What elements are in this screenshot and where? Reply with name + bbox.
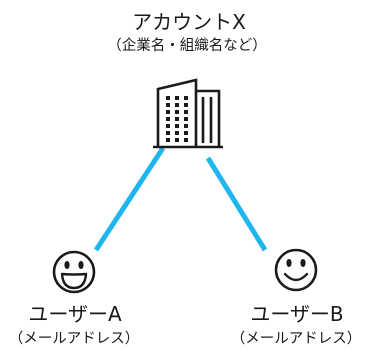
building-windows xyxy=(166,96,188,142)
account-title: アカウントX xyxy=(132,10,246,34)
user-b-title: ユーザーB xyxy=(250,302,344,326)
smiley-smile-icon xyxy=(274,248,318,292)
building-icon xyxy=(153,78,223,149)
user-a-subtitle: （メールアドレス） xyxy=(8,331,140,347)
user-a-title: ユーザーA xyxy=(28,302,122,326)
connector-account-user-a xyxy=(93,146,166,252)
account-subtitle: （企業名・組織名など） xyxy=(107,38,267,54)
smiley-grin-icon xyxy=(52,250,96,294)
connector-account-user-b xyxy=(205,156,268,252)
user-b-subtitle: （メールアドレス） xyxy=(230,331,362,347)
